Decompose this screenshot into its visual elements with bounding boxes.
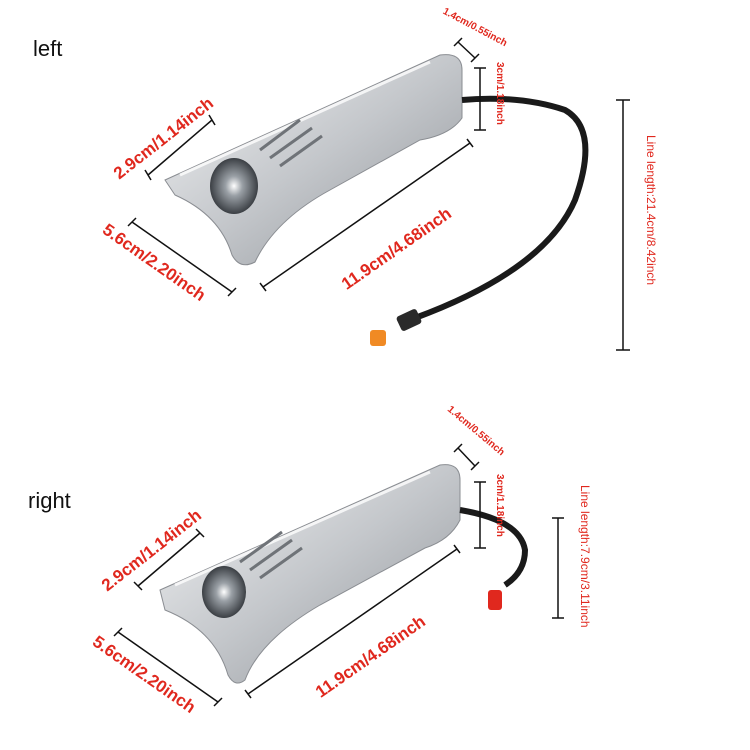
- left-section-label: left: [33, 36, 63, 61]
- right-light-lens: [202, 566, 246, 618]
- left-light-lens: [210, 158, 258, 214]
- right-dimension-lines: [113, 443, 564, 707]
- right-cable: [459, 507, 529, 588]
- left-connector-tip: [370, 330, 386, 346]
- right-section-label: right: [28, 488, 71, 513]
- left-height-dimension: 3cm/1.18inch: [494, 62, 505, 125]
- left-dimension-lines: [127, 37, 630, 351]
- left-cable: [413, 95, 589, 321]
- right-connector: [488, 590, 502, 610]
- left-line-length: Line length:21.4cm/8.42inch: [644, 135, 658, 286]
- right-light-housing: [159, 464, 461, 684]
- left-light: [164, 54, 589, 346]
- right-height-dimension: 3cm/1.18inch: [494, 474, 505, 537]
- right-light: [159, 464, 529, 684]
- left-connector: [396, 309, 422, 331]
- right-line-length: Line length:7.9cm/3.11inch: [578, 485, 592, 628]
